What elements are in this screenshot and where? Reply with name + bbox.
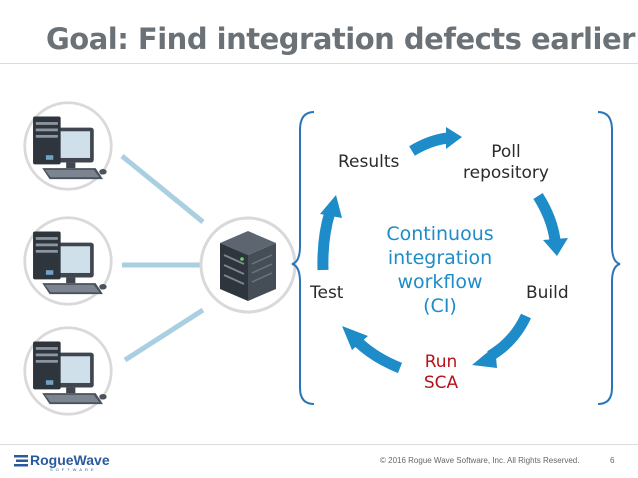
- server-icon: [199, 216, 297, 314]
- footer-logo: RogueWave: [30, 452, 110, 468]
- desktop-computer-icon: [23, 216, 113, 306]
- ci-line-2: integration: [387, 247, 493, 269]
- left-brace: [291, 111, 315, 405]
- step-label-run-line2: SCA: [423, 373, 459, 393]
- arrow-poll-to-build: [533, 193, 561, 241]
- roguewave-logo-icon: [14, 455, 28, 467]
- arrow-test-to-results: [317, 210, 336, 271]
- step-label-build: Build: [526, 283, 569, 303]
- ci-center-label: Continuous integration workflow (CI): [368, 222, 512, 318]
- ci-line-4: (CI): [423, 295, 457, 317]
- title-divider: [0, 63, 638, 64]
- step-label-run-sca: Run SCA: [419, 352, 463, 394]
- step-label-poll-line2: repository: [463, 163, 549, 183]
- footer-copyright: © 2016 Rogue Wave Software, Inc. All Rig…: [380, 456, 580, 465]
- step-label-run-line1: Run: [424, 352, 458, 372]
- slide-title: Goal: Find integration defects earlier: [46, 22, 635, 56]
- arrowhead-test-to-results: [320, 195, 342, 218]
- footer-divider: [0, 444, 638, 445]
- step-label-results: Results: [338, 152, 400, 172]
- right-brace: [597, 111, 621, 405]
- arrowhead-build-to-run: [472, 346, 497, 368]
- ci-line-1: Continuous: [386, 223, 494, 245]
- arrowhead-run-to-test: [342, 326, 368, 350]
- step-label-poll-line1: Poll: [491, 142, 521, 162]
- arrow-build-to-run: [487, 313, 531, 361]
- arrow-results-to-poll: [409, 132, 449, 156]
- arrowhead-results-to-poll: [446, 127, 462, 149]
- arrow-run-to-test: [354, 337, 403, 374]
- desktop-computer-icon: [23, 326, 113, 416]
- desktop-computer-icon: [23, 101, 113, 191]
- page-number: 6: [610, 456, 615, 465]
- connector-line-bottom: [123, 307, 205, 363]
- arrowhead-poll-to-build: [543, 238, 568, 256]
- step-label-test: Test: [310, 283, 344, 303]
- step-label-poll: Poll repository: [458, 142, 554, 184]
- connector-line-top: [120, 154, 205, 224]
- footer-logo-sub: SOFTWARE: [50, 467, 97, 472]
- ci-line-3: workflow: [397, 271, 483, 293]
